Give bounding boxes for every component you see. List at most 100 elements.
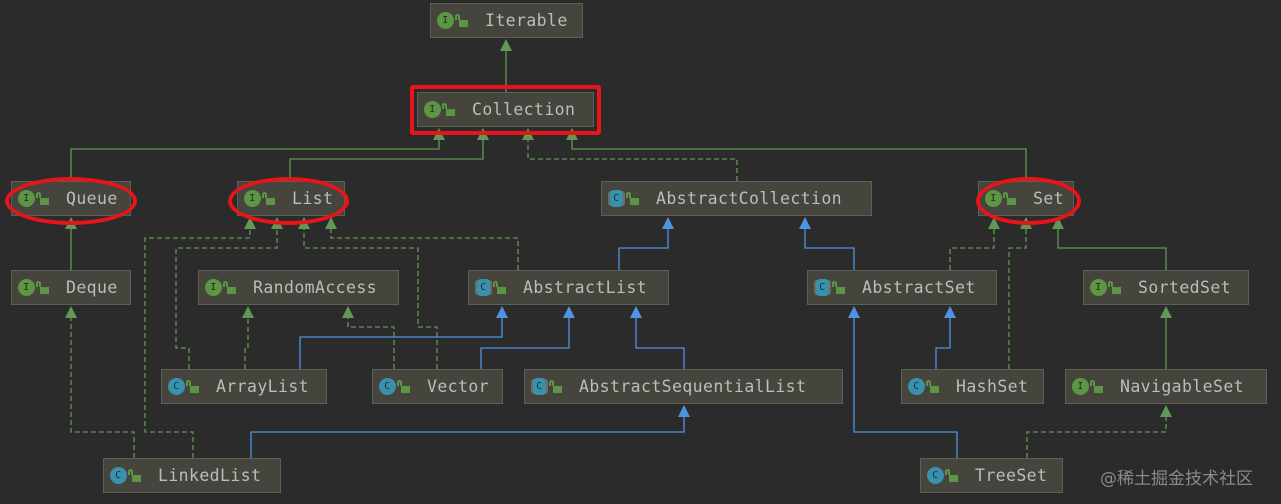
edge-line [804,227,855,270]
arrowhead-icon [342,306,354,318]
public-lock-icon [455,13,468,27]
node-abstractsequentiallist[interactable]: C AbstractSequentialList [524,369,843,404]
public-lock-icon [549,379,562,393]
edge-navigableset-to-sortedset [1160,306,1172,369]
edge-abstractset-to-set [949,217,1000,270]
arrowhead-icon [500,39,512,51]
edge-line [527,138,738,181]
public-lock-icon [36,191,49,205]
edge-abstractset-to-abstractcollection [799,217,855,270]
abstract-icon: C [533,378,546,395]
node-label: TreeSet [975,466,1048,485]
edge-line [480,316,570,369]
arrowhead-icon [1052,217,1064,229]
edge-line [250,415,685,458]
node-label: Collection [472,100,576,119]
node-label: LinkedList [158,466,262,485]
node-navigableset[interactable]: I NavigableSet [1065,369,1267,404]
interface-icon: I [985,190,1002,207]
edge-line [853,316,958,458]
edge-line [330,227,519,270]
public-lock-icon [626,191,639,205]
edge-hashset-to-abstractset [935,306,956,369]
edge-line [144,227,251,458]
edge-line [949,227,995,270]
node-sortedset[interactable]: I SortedSet [1083,270,1249,305]
node-hashset[interactable]: C HashSet [901,369,1044,404]
class-icon: C [379,378,396,395]
public-lock-icon [186,379,199,393]
edge-abstractlist-to-abstractcollection [618,217,674,270]
arrowhead-icon [848,306,860,318]
public-lock-icon [397,379,410,393]
node-deque[interactable]: I Deque [11,270,131,305]
arrowhead-icon [477,128,489,140]
edge-abstractlist-to-list [325,217,519,270]
arrowhead-icon [566,128,578,140]
node-label: HashSet [956,377,1029,396]
arrowhead-icon [1160,405,1172,417]
public-lock-icon [128,468,141,482]
edge-arraylist-to-randomaccess [242,306,254,369]
node-label: SortedSet [1138,278,1232,297]
edge-vector-to-randomaccess [342,306,395,369]
public-lock-icon [1003,191,1016,205]
edge-line [303,227,438,369]
arrowhead-icon [662,217,674,229]
edge-abstractcollection-to-collection [522,128,738,181]
node-vector[interactable]: C Vector [372,369,503,404]
public-lock-icon [442,102,455,116]
class-icon: C [110,467,127,484]
edge-line [1008,227,1027,369]
class-icon: C [168,378,185,395]
interface-icon: I [1090,279,1107,296]
arrowhead-icon [242,306,254,318]
edge-line [70,316,135,458]
arrowhead-icon [65,217,77,229]
arrowhead-icon [433,128,445,140]
edge-line [175,227,278,369]
edge-line [289,138,484,181]
edge-linkedlist-to-abstractsequentiallist [250,405,690,458]
edge-line [618,227,669,270]
node-linkedlist[interactable]: C LinkedList [103,458,281,493]
node-label: List [292,189,334,208]
edge-set-to-collection [566,128,1027,181]
interface-icon: I [205,279,222,296]
node-set[interactable]: I Set [978,181,1074,216]
node-label: Iterable [485,11,568,30]
edge-line [635,316,685,369]
edge-line [244,316,249,369]
node-label: Set [1033,189,1065,208]
class-icon: C [908,378,925,395]
arrowhead-icon [298,217,310,229]
node-label: Deque [66,278,118,297]
edge-line [1026,415,1167,458]
node-label: NavigableSet [1120,377,1245,396]
edge-line [299,316,503,369]
interface-icon: I [1072,378,1089,395]
node-label: Vector [427,377,490,396]
interface-icon: I [18,279,35,296]
edge-arraylist-to-abstractlist [299,306,508,369]
public-lock-icon [832,280,845,294]
arrowhead-icon [563,306,575,318]
public-lock-icon [1090,379,1103,393]
arrowhead-icon [630,306,642,318]
node-label: AbstractSequentialList [579,377,807,396]
public-lock-icon [262,191,275,205]
interface-icon: I [244,190,261,207]
arrowhead-icon [1020,217,1032,229]
edge-line [571,138,1027,181]
node-list[interactable]: I List [237,181,345,216]
arrowhead-icon [271,217,283,229]
